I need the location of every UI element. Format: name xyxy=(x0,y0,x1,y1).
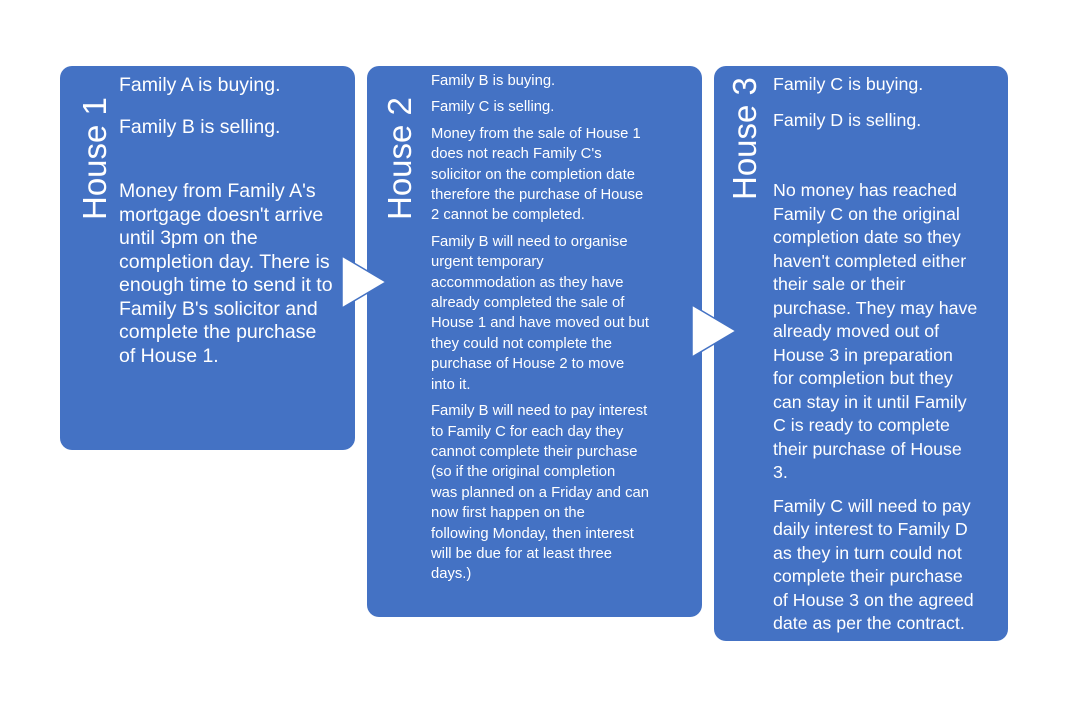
paragraph: Family B is selling. xyxy=(119,116,333,140)
paragraph: Money from the sale of House 1 does not r… xyxy=(431,124,649,226)
text-line: Family B will need to pay interest xyxy=(431,403,648,420)
text-line: completion date so they xyxy=(773,227,961,247)
text-line: already completed the sale of xyxy=(431,295,625,312)
arrow-right-icon xyxy=(691,303,738,359)
text-line: daily interest to Family D xyxy=(773,519,968,539)
text-line: Family C on the original xyxy=(773,203,960,224)
text-line: Family B is buying. xyxy=(431,73,556,89)
text-line: urgent temporary xyxy=(431,254,544,271)
house-2-label: House 2 xyxy=(381,97,418,220)
paragraph: Family A is buying. xyxy=(119,74,333,98)
text-line: accommodation as they have xyxy=(431,274,624,291)
text-line: complete their purchase xyxy=(773,566,963,586)
text-line: will be due for at least three xyxy=(431,545,612,562)
text-line: until 3pm on the xyxy=(119,227,258,249)
text-line: following Monday, then interest xyxy=(431,525,634,542)
text-line: days.) xyxy=(431,566,472,583)
text-line: purchase. They may have xyxy=(773,297,978,318)
text-line: mortgage doesn't arrive xyxy=(119,203,324,226)
text-line: they could not complete the xyxy=(431,335,612,352)
text-line: solicitor on the completion date xyxy=(431,166,635,183)
paragraph: Family C is selling. xyxy=(431,97,649,117)
text-line: date as per the contract. xyxy=(773,613,965,633)
text-line: their sale or their xyxy=(773,274,906,294)
house-2-text: Family B is buying. Family C is selling. M… xyxy=(431,71,649,585)
text-line: already moved out of xyxy=(773,321,940,341)
text-line: haven't completed either xyxy=(773,250,967,271)
paragraph: Family C will need to pay daily interest … xyxy=(773,495,977,636)
text-line: Family B's solicitor and xyxy=(119,297,318,320)
house-3-text: Family C is buying. Family D is selling. N… xyxy=(773,73,977,636)
text-line: Family B is selling. xyxy=(119,115,281,138)
text-line: Family D is selling. xyxy=(773,109,922,130)
paragraph: Family B will need to pay interest to Fam… xyxy=(431,401,649,585)
text-line: Family C is buying. xyxy=(773,74,924,94)
text-line: cannot complete their purchase xyxy=(431,443,638,460)
house-2-box: House 2 Family B is buying. Family C is s… xyxy=(367,66,702,617)
text-line: of House 1. xyxy=(119,344,219,367)
text-line: of House 3 on the agreed xyxy=(773,589,974,610)
house-3-box: House 3 Family C is buying. Family D is s… xyxy=(714,66,1008,641)
text-line: 3. xyxy=(773,462,788,482)
text-line: can stay in it until Family xyxy=(773,391,967,412)
text-line: to Family C for each day they xyxy=(431,423,624,440)
paragraph: Family D is selling. xyxy=(773,109,977,133)
house-1-text: Family A is buying. Family B is selling. M… xyxy=(119,74,333,368)
text-line: Money from the sale of House 1 xyxy=(431,125,641,142)
text-line: now first happen on the xyxy=(431,505,585,522)
text-line: Family C will need to pay xyxy=(773,495,971,516)
paragraph: Family C is buying. xyxy=(773,73,977,97)
text-line: was planned on a Friday and can xyxy=(431,484,649,501)
house-3-label: House 3 xyxy=(726,77,763,200)
text-line: as they in turn could not xyxy=(773,542,962,563)
text-line: complete the purchase xyxy=(119,321,317,343)
text-line: into it. xyxy=(431,376,471,393)
text-line: does not reach Family C's xyxy=(431,146,602,163)
text-line: enough time to send it to xyxy=(119,274,333,296)
arrow-right-icon xyxy=(341,254,388,310)
text-line: Family B will need to organise xyxy=(431,233,628,250)
house-1-box: House 1 Family A is buying. Family B is s… xyxy=(60,66,355,450)
text-line: purchase of House 2 to move xyxy=(431,356,625,373)
text-line: Family C is selling. xyxy=(431,99,555,116)
text-line: their purchase of House xyxy=(773,438,962,459)
text-line: C is ready to complete xyxy=(773,415,950,435)
paragraph: Family B is buying. xyxy=(431,71,649,91)
text-line: therefore the purchase of House xyxy=(431,187,644,204)
text-line: House 3 in preparation xyxy=(773,344,953,365)
text-line: completion day. There is xyxy=(119,250,330,273)
text-line: Money from Family A's xyxy=(119,180,316,202)
text-line: for completion but they xyxy=(773,368,953,388)
text-line: (so if the original completion xyxy=(431,464,616,481)
house-1-label: House 1 xyxy=(76,97,113,220)
text-line: House 1 and have moved out but xyxy=(431,315,649,332)
paragraph: Family B will need to organise urgent tem… xyxy=(431,232,649,395)
text-line: 2 cannot be completed. xyxy=(431,207,585,224)
text-line: No money has reached xyxy=(773,180,957,200)
text-line: Family A is buying. xyxy=(119,74,281,96)
